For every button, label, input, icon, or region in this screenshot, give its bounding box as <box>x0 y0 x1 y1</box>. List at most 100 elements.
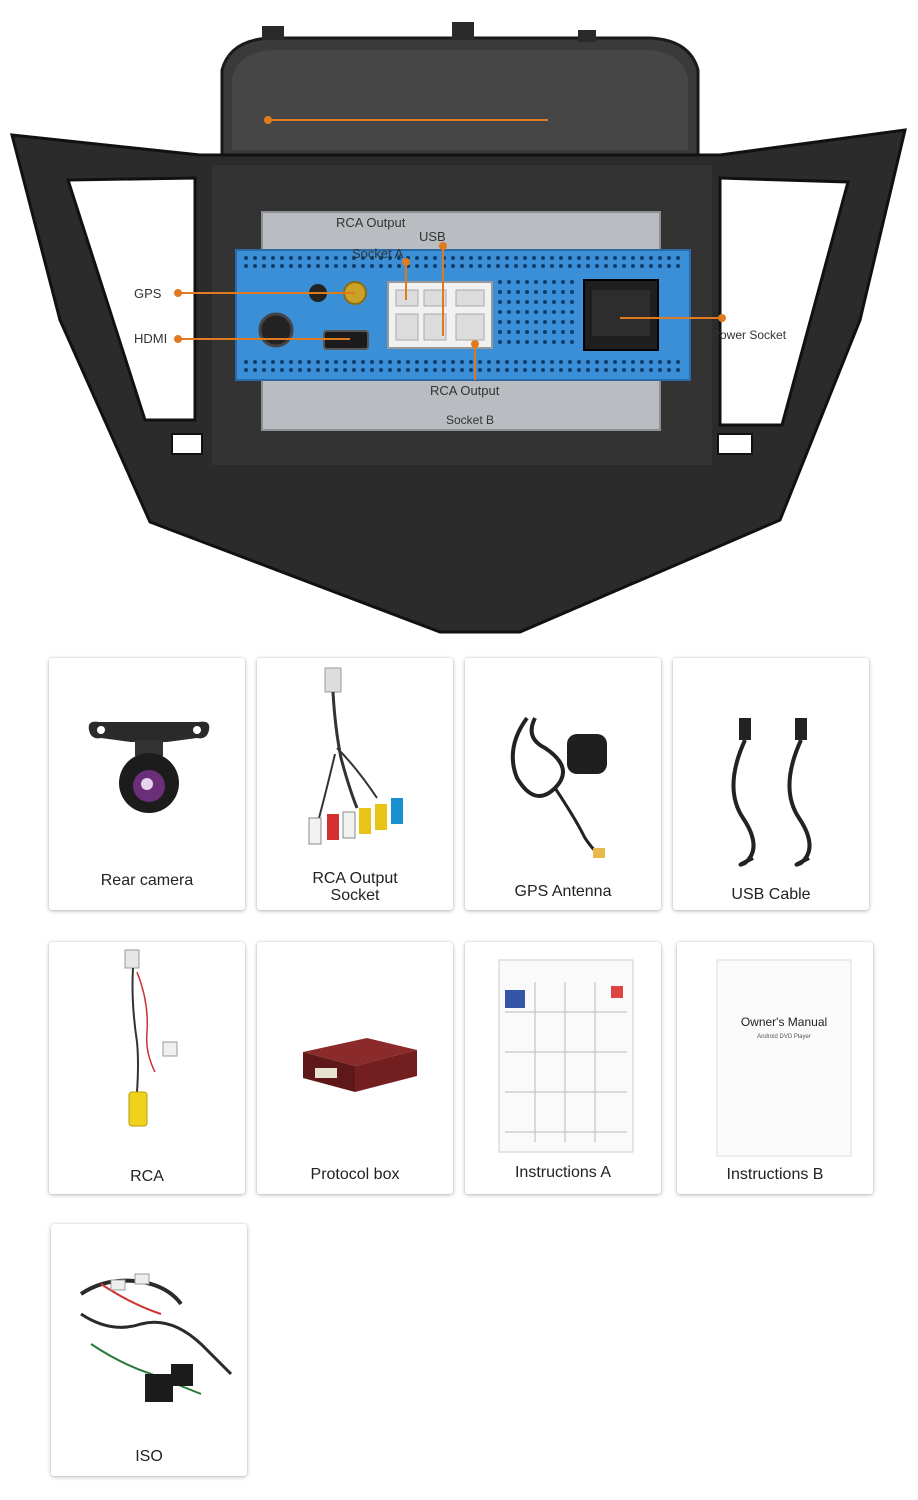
vent-hole <box>631 264 635 268</box>
vent-hole <box>534 320 538 324</box>
vent-hole <box>478 368 482 372</box>
accessory-label: Instructions B <box>726 1166 824 1183</box>
vent-hole <box>433 264 437 268</box>
vent-hole <box>262 256 266 260</box>
vent-hole <box>559 360 563 364</box>
accessory-label: USB Cable <box>731 886 811 903</box>
vent-hole <box>325 256 329 260</box>
vent-hole <box>523 360 527 364</box>
vent-hole <box>667 368 671 372</box>
vent-hole <box>622 264 626 268</box>
vent-hole <box>649 264 653 268</box>
vent-hole <box>289 256 293 260</box>
vent-hole <box>253 264 257 268</box>
vent-hole <box>550 264 554 268</box>
vent-hole <box>498 320 502 324</box>
vent-hole <box>334 264 338 268</box>
vent-hole <box>415 360 419 364</box>
vent-hole <box>424 368 428 372</box>
vent-hole <box>262 264 266 268</box>
vent-hole <box>370 264 374 268</box>
vent-hole <box>570 280 574 284</box>
vent-hole <box>541 264 545 268</box>
vent-hole <box>487 264 491 268</box>
vent-hole <box>370 368 374 372</box>
accessory-card-instructions-a: Instructions A <box>465 942 661 1194</box>
vent-hole <box>640 368 644 372</box>
vent-hole <box>532 368 536 372</box>
vent-hole <box>487 256 491 260</box>
callout-rca-a-line1: RCA Output <box>336 215 406 230</box>
vent-hole <box>316 360 320 364</box>
vent-hole <box>516 280 520 284</box>
vent-hole <box>244 264 248 268</box>
vent-hole <box>424 360 428 364</box>
vent-hole <box>469 264 473 268</box>
vent-hole <box>424 264 428 268</box>
vent-hole <box>298 368 302 372</box>
vent-hole <box>280 256 284 260</box>
vent-hole <box>343 368 347 372</box>
vent-hole <box>507 290 511 294</box>
accessory-card-usb-cable: USB Cable <box>673 658 869 910</box>
vent-hole <box>613 368 617 372</box>
vent-hole <box>586 368 590 372</box>
vent-hole <box>631 256 635 260</box>
vent-hole <box>316 264 320 268</box>
vent-hole <box>552 330 556 334</box>
vent-hole <box>498 280 502 284</box>
vent-hole <box>343 256 347 260</box>
vent-hole <box>523 264 527 268</box>
vent-hole <box>424 256 428 260</box>
accessory-card-gps-antenna: GPS Antenna <box>465 658 661 910</box>
vent-hole <box>595 360 599 364</box>
vent-hole <box>244 368 248 372</box>
vent-hole <box>505 256 509 260</box>
accessory-card-rca-output-socket: RCA Output Socket <box>257 658 453 910</box>
vent-hole <box>543 290 547 294</box>
vent-hole <box>507 300 511 304</box>
vent-hole <box>289 360 293 364</box>
iso-harness-icon <box>79 1273 233 1402</box>
vent-hole <box>667 264 671 268</box>
vent-hole <box>253 360 257 364</box>
vent-hole <box>253 256 257 260</box>
vent-hole <box>361 256 365 260</box>
accessory-card-iso: ISO <box>51 1224 247 1476</box>
callout-usb: USB <box>419 229 446 244</box>
vent-hole <box>577 360 581 364</box>
vent-hole <box>469 368 473 372</box>
vent-hole <box>532 256 536 260</box>
vent-hole <box>298 360 302 364</box>
vent-hole <box>649 256 653 260</box>
vent-hole <box>514 368 518 372</box>
vent-hole <box>289 264 293 268</box>
vent-hole <box>552 290 556 294</box>
vent-hole <box>534 280 538 284</box>
vent-hole <box>433 360 437 364</box>
vent-hole <box>334 360 338 364</box>
vent-hole <box>543 310 547 314</box>
vent-hole <box>505 264 509 268</box>
vent-hole <box>543 280 547 284</box>
vent-hole <box>496 360 500 364</box>
vent-hole <box>451 264 455 268</box>
vent-hole <box>595 368 599 372</box>
callout-rca-a-line2: Socket A <box>352 246 404 261</box>
vent-hole <box>516 290 520 294</box>
head-unit-diagram: GPS HDMI RCA Output Socket A USB Power S… <box>10 22 907 634</box>
vent-hole <box>514 256 518 260</box>
vent-hole <box>352 256 356 260</box>
vent-hole <box>595 264 599 268</box>
vent-hole <box>631 360 635 364</box>
vent-hole <box>514 360 518 364</box>
vent-hole <box>451 256 455 260</box>
accessory-label: ISO <box>135 1448 163 1465</box>
vent-hole <box>370 360 374 364</box>
vent-hole <box>570 300 574 304</box>
vent-hole <box>543 330 547 334</box>
vent-hole <box>397 360 401 364</box>
vent-hole <box>523 256 527 260</box>
vent-hole <box>406 368 410 372</box>
vent-hole <box>307 360 311 364</box>
